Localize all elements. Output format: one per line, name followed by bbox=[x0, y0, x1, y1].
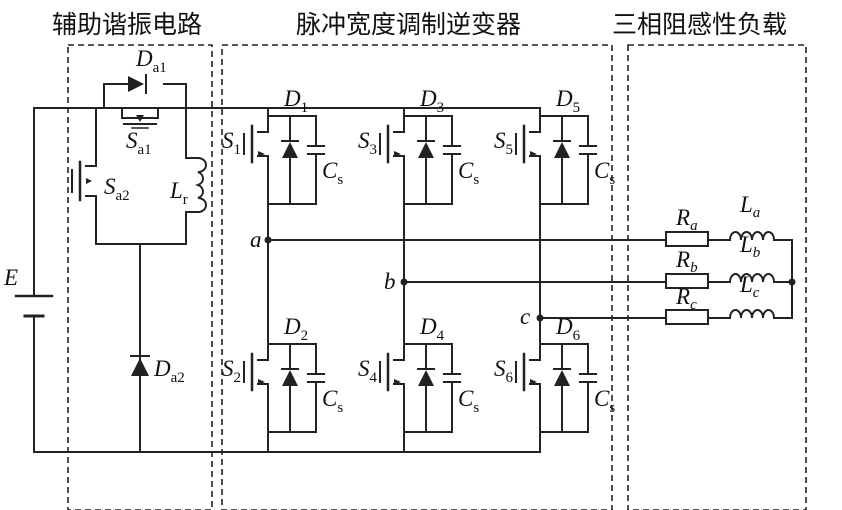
da1-label: Da1 bbox=[135, 46, 167, 76]
three-phase-load: Ra Rb Rc La Lb Lc bbox=[665, 192, 796, 325]
node-b-label: b bbox=[384, 269, 396, 294]
diode-label: D6 bbox=[555, 314, 581, 344]
switch-label: S6 bbox=[494, 356, 514, 386]
sa1-label: Sa1 bbox=[126, 128, 152, 158]
capacitor-icon bbox=[579, 145, 597, 155]
rc-label: Rc bbox=[675, 284, 697, 313]
capacitor-icon bbox=[443, 145, 461, 155]
diode-label: D4 bbox=[419, 314, 445, 344]
diode-icon bbox=[282, 370, 298, 386]
ra-label: Ra bbox=[675, 205, 698, 234]
aux-resonant-circuit: Da1 Sa1 Sa2 Lr Da2 bbox=[71, 46, 207, 453]
diode-icon bbox=[418, 142, 434, 158]
la-label: La bbox=[739, 192, 760, 221]
switch-label: S3 bbox=[358, 128, 377, 158]
da2-diode-icon bbox=[131, 358, 149, 376]
capacitor-label: Cs bbox=[594, 386, 615, 416]
inductor-b-icon bbox=[728, 273, 776, 284]
capacitor-label: Cs bbox=[594, 158, 615, 188]
lb-label: Lb bbox=[739, 232, 761, 261]
diode-icon bbox=[554, 142, 570, 158]
da1-diode-icon bbox=[128, 76, 144, 92]
aux-circuit-box bbox=[67, 44, 213, 510]
switch-label: S1 bbox=[222, 128, 241, 158]
source-label: E bbox=[3, 265, 18, 290]
capacitor-label: Cs bbox=[322, 386, 343, 416]
neutral-node bbox=[788, 278, 796, 286]
lr-label: Lr bbox=[169, 178, 188, 208]
switch-label: S4 bbox=[358, 356, 378, 386]
inductor-c-icon bbox=[728, 309, 776, 320]
capacitor-label: Cs bbox=[458, 386, 479, 416]
capacitor-icon bbox=[307, 373, 325, 383]
node-a-label: a bbox=[250, 227, 262, 252]
inductor-a-icon bbox=[728, 231, 776, 242]
capacitor-icon bbox=[579, 373, 597, 383]
pwm-inverter-title: 脉冲宽度调制逆变器 bbox=[296, 10, 521, 39]
dc-source: E bbox=[3, 107, 54, 453]
diode-label: D5 bbox=[555, 86, 580, 116]
diode-icon bbox=[418, 370, 434, 386]
pwm-inverter-box bbox=[221, 44, 613, 510]
diode-label: D2 bbox=[283, 314, 308, 344]
diode-label: D3 bbox=[419, 86, 444, 116]
load-box bbox=[627, 44, 807, 510]
capacitor-icon bbox=[307, 145, 325, 155]
lc-label: Lc bbox=[739, 272, 760, 301]
capacitor-label: Cs bbox=[322, 158, 343, 188]
capacitor-icon bbox=[443, 373, 461, 383]
capacitor-label: Cs bbox=[458, 158, 479, 188]
diode-icon bbox=[554, 370, 570, 386]
resistor-c bbox=[665, 309, 709, 325]
node-c-label: c bbox=[520, 304, 530, 329]
switch-label: S2 bbox=[222, 356, 241, 386]
rb-label: Rb bbox=[675, 247, 698, 276]
diode-icon bbox=[282, 142, 298, 158]
lr-inductor-icon bbox=[194, 156, 207, 214]
aux-circuit-title: 辅助谐振电路 bbox=[52, 10, 202, 39]
diode-label: D1 bbox=[283, 86, 308, 116]
sa2-label: Sa2 bbox=[104, 174, 130, 204]
da2-label: Da2 bbox=[153, 356, 185, 386]
resistor-a bbox=[665, 231, 709, 247]
load-title: 三相阻感性负载 bbox=[612, 10, 787, 39]
switch-label: S5 bbox=[494, 128, 513, 158]
